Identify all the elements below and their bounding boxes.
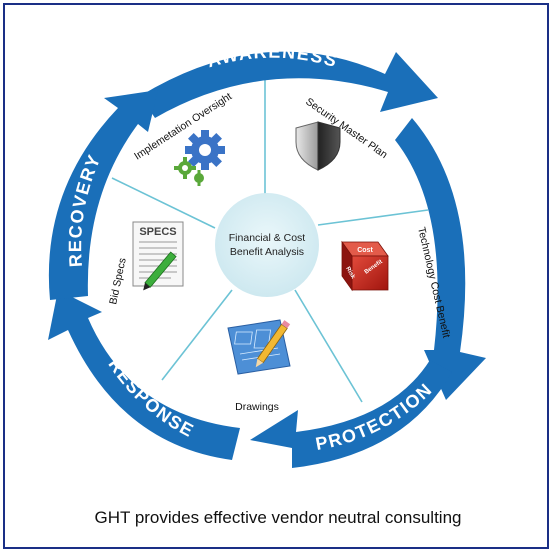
dice-icon: Cost Risk Benefit <box>341 240 389 292</box>
center-label-line1: Financial & Cost <box>229 232 306 244</box>
specs-document-icon: SPECS <box>132 221 184 291</box>
center-label-line2: Benefit Analysis <box>230 246 304 258</box>
ring-segment-response <box>48 290 240 460</box>
ring-label-recovery: RECOVERY <box>65 151 105 268</box>
shield-icon <box>295 121 341 171</box>
spoke-line-left <box>111 177 216 229</box>
cycle-ring <box>48 51 486 468</box>
blueprint-drawings-icon <box>227 319 291 375</box>
gears-icon <box>174 130 225 186</box>
spoke-line-right <box>317 209 429 226</box>
ring-segment-awareness <box>140 51 438 118</box>
spoke-line-bottom-left <box>161 289 233 381</box>
spoke-line-bottom-right <box>294 289 363 403</box>
spoke-lines <box>111 72 429 403</box>
ring-segment-recovery <box>48 90 159 300</box>
dice-risk-label: Risk <box>344 266 356 281</box>
center-circle <box>215 193 319 297</box>
ring-segment-protection <box>250 360 452 468</box>
dice-cost-label: Cost <box>357 247 373 254</box>
spoke-label-bid: Bid Specs <box>107 257 129 306</box>
specs-label: SPECS <box>139 226 176 238</box>
pencil-icon <box>255 320 291 368</box>
ring-segment-prevention <box>395 118 486 400</box>
spoke-label-drawings: Drawings <box>235 401 279 413</box>
pen-icon <box>143 251 177 291</box>
caption-text: GHT provides effective vendor neutral co… <box>94 508 462 527</box>
